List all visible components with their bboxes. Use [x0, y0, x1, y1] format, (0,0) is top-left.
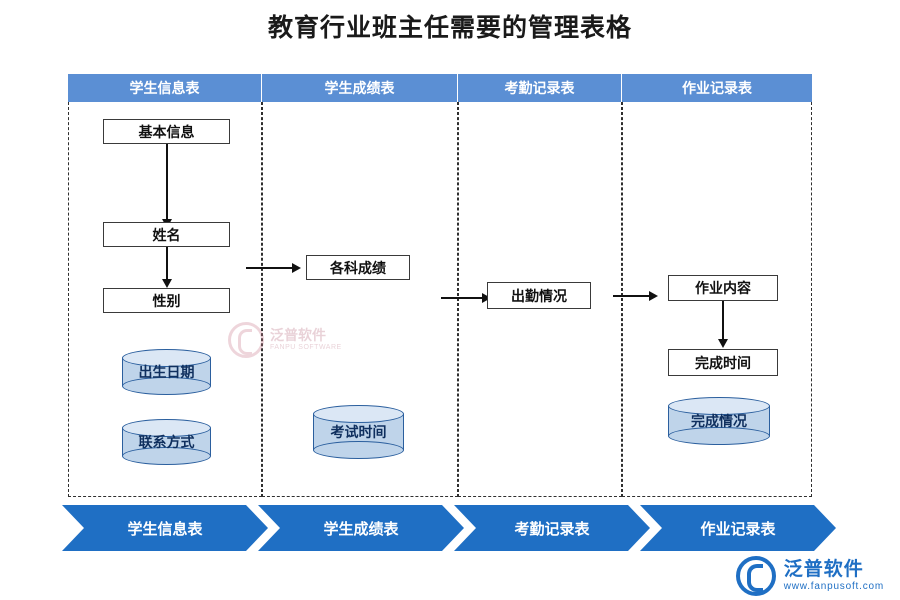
- cylinder-bottom: [668, 427, 770, 445]
- arrow-name-to-gender: [162, 247, 172, 288]
- chevron-homework[interactable]: 作业记录表: [640, 505, 836, 551]
- column-panel-student-score: [262, 102, 458, 497]
- datastore-contact: 联系方式: [122, 419, 211, 465]
- header-cell-homework: 作业记录表: [622, 74, 812, 102]
- node-name: 姓名: [103, 222, 230, 247]
- arrow-score-to-attendance: [441, 293, 491, 303]
- arrow-info-to-score: [246, 263, 301, 273]
- chevron-student-score[interactable]: 学生成绩表: [258, 505, 464, 551]
- brand-text: 泛普软件 www.fanpusoft.com: [784, 559, 884, 592]
- node-homework-content: 作业内容: [668, 275, 778, 301]
- datastore-birthdate: 出生日期: [122, 349, 211, 395]
- column-panel-student-info: [68, 102, 262, 497]
- arrow-basic-info-to-name: [162, 144, 172, 228]
- cylinder-top: [668, 397, 770, 415]
- cylinder-top: [122, 419, 211, 437]
- chevron-student-info[interactable]: 学生信息表: [62, 505, 268, 551]
- page-title: 教育行业班主任需要的管理表格: [267, 13, 632, 42]
- cylinder-bottom: [122, 447, 211, 465]
- datastore-finish-status: 完成情况: [668, 397, 770, 445]
- fanpu-logo-icon: [735, 556, 776, 596]
- header-cell-student-score: 学生成绩表: [262, 74, 458, 102]
- header-cell-attendance: 考勤记录表: [458, 74, 622, 102]
- chevron-attendance[interactable]: 考勤记录表: [454, 505, 650, 551]
- arrow-content-to-finish-time: [718, 301, 728, 348]
- column-panel-homework: [622, 102, 812, 497]
- datastore-exam-time-label: 考试时间: [330, 424, 387, 440]
- brand-name-cn: 泛普软件: [783, 559, 864, 581]
- brand-logo: 泛普软件 www.fanpusoft.com: [735, 556, 884, 596]
- node-subject-scores: 各科成绩: [306, 255, 410, 280]
- datastore-exam-time: 考试时间: [313, 405, 404, 459]
- cylinder-top: [313, 405, 404, 423]
- datastore-contact-label: 联系方式: [138, 434, 195, 450]
- arrow-attendance-to-homework: [613, 291, 658, 301]
- cylinder-bottom: [313, 441, 404, 459]
- header-cell-student-info: 学生信息表: [68, 74, 262, 102]
- node-finish-time: 完成时间: [668, 349, 778, 376]
- cylinder-bottom: [122, 377, 211, 395]
- node-basic-info: 基本信息: [103, 119, 230, 144]
- datastore-finish-status-label: 完成情况: [691, 413, 747, 429]
- column-panel-attendance: [458, 102, 622, 497]
- brand-url: www.fanpusoft.com: [783, 581, 884, 593]
- datastore-birthdate-label: 出生日期: [138, 364, 195, 380]
- node-gender: 性别: [103, 288, 230, 313]
- node-attendance-status: 出勤情况: [487, 282, 591, 309]
- cylinder-top: [122, 349, 211, 367]
